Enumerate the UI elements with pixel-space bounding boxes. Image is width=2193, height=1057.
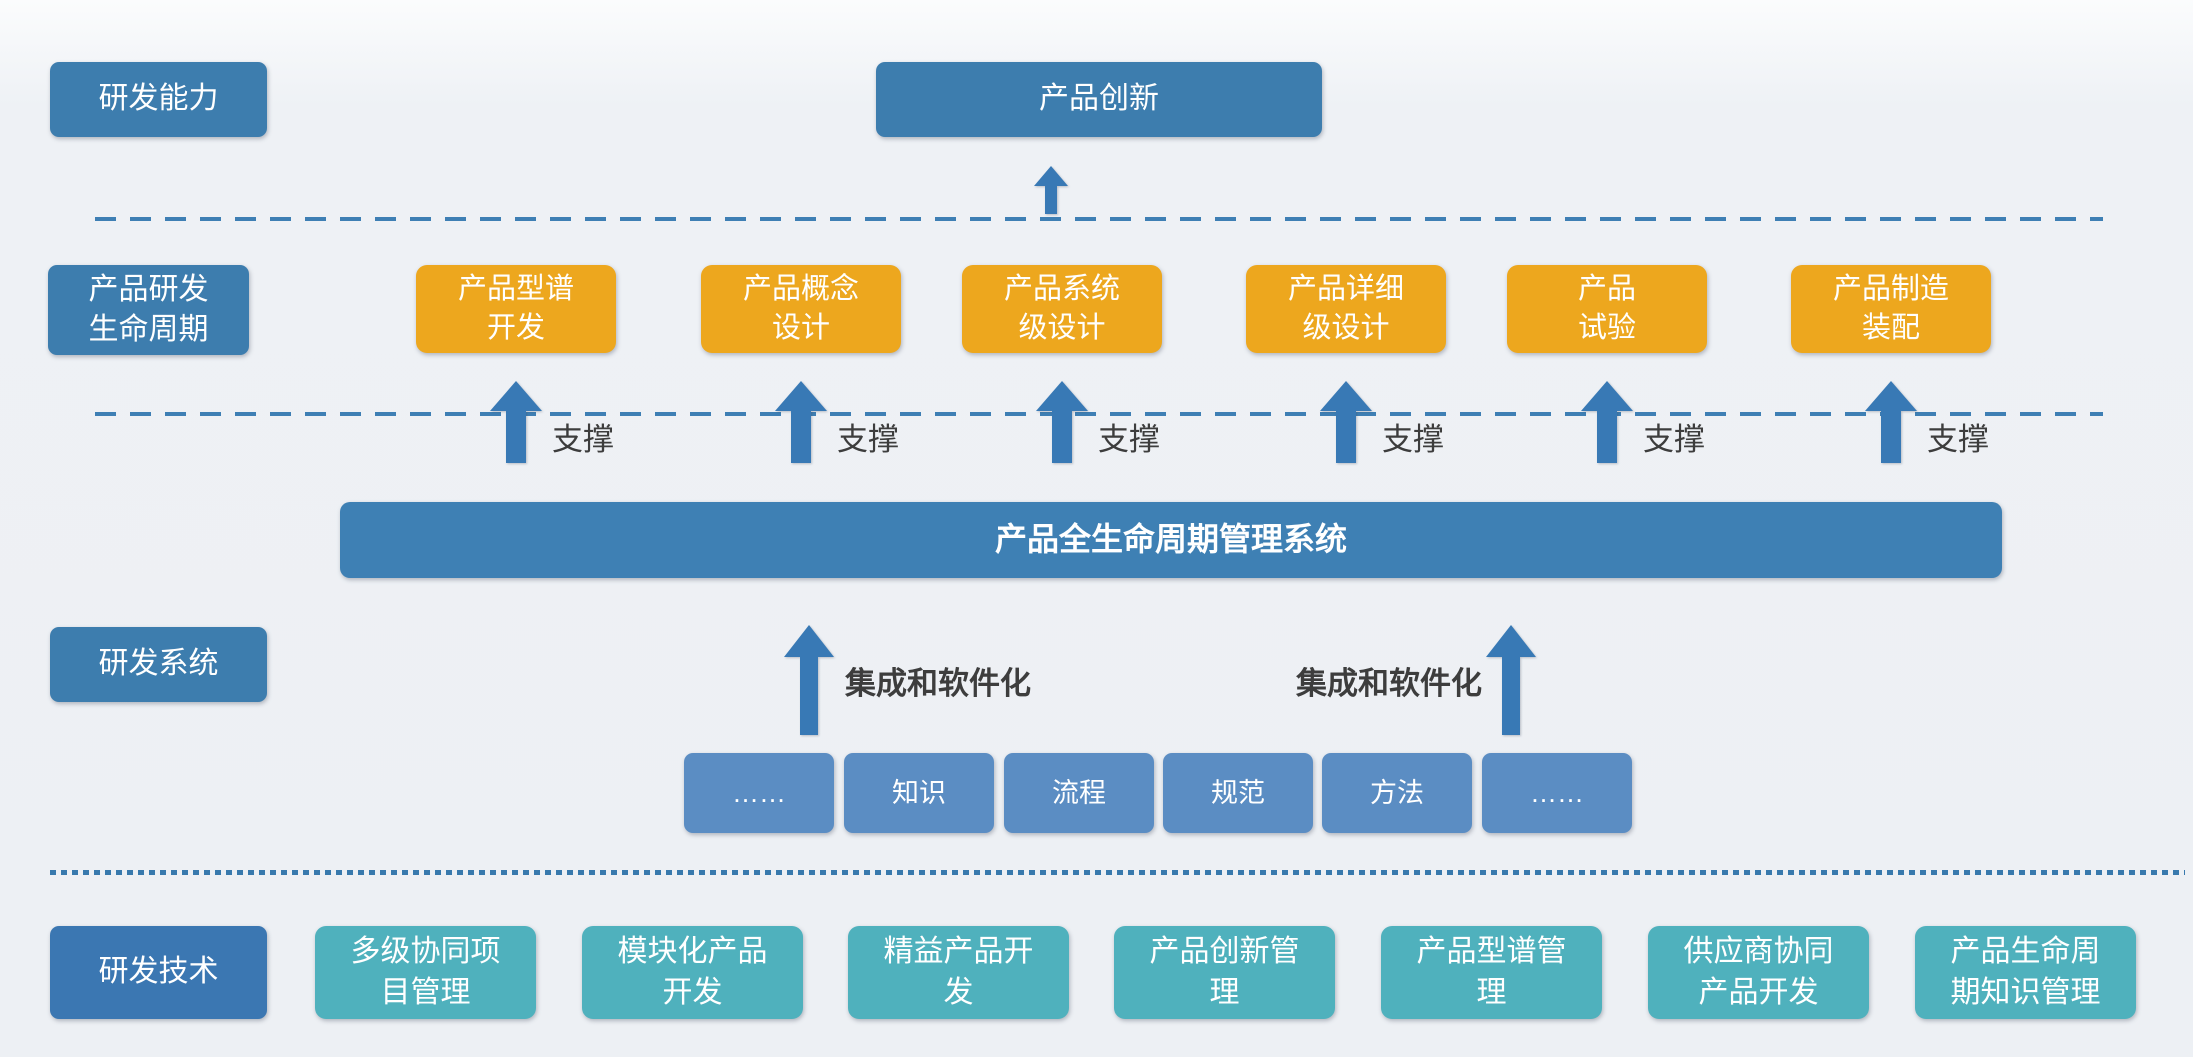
technology-header-box: 研发技术 [50, 926, 267, 1019]
support-arrow-icon [1581, 381, 1633, 463]
capability-header-box: 研发能力 [50, 62, 267, 137]
element-box-process: 流程 [1004, 753, 1154, 833]
tech-box-supplier-collab-dev: 供应商协同 产品开发 [1648, 926, 1869, 1019]
element-box-standard: 规范 [1163, 753, 1313, 833]
product-innovation-box: 产品创新 [876, 62, 1322, 137]
support-label: 支撑 [1382, 422, 1444, 457]
tech-box-innovation-mgmt: 产品创新管 理 [1114, 926, 1335, 1019]
stage-box-system-design: 产品系统 级设计 [962, 265, 1162, 353]
stage-box-manufacture: 产品制造 装配 [1791, 265, 1991, 353]
support-arrow-icon [1320, 381, 1372, 463]
support-arrow-icon [490, 381, 542, 463]
integration-label: 集成和软件化 [845, 666, 1031, 701]
lifecycle-header-box: 产品研发 生命周期 [48, 265, 249, 355]
tech-box-modular-product-dev: 模块化产品 开发 [582, 926, 803, 1019]
support-arrow-icon [1036, 381, 1088, 463]
tech-box-spectrum-mgmt: 产品型谱管 理 [1381, 926, 1602, 1019]
integration-arrow-icon [1486, 625, 1536, 735]
stage-box-detail-design: 产品详细 级设计 [1246, 265, 1446, 353]
support-label: 支撑 [837, 422, 899, 457]
system-header-box: 研发系统 [50, 627, 267, 702]
tech-box-lean-product-dev: 精益产品开 发 [848, 926, 1069, 1019]
integration-label: 集成和软件化 [1296, 666, 1482, 701]
element-box-method: 方法 [1322, 753, 1472, 833]
support-arrow-icon [1865, 381, 1917, 463]
stage-box-spectrum-dev: 产品型谱 开发 [416, 265, 616, 353]
support-label: 支撑 [1098, 422, 1160, 457]
element-box-ellipsis: …… [1482, 753, 1632, 833]
support-arrow-icon [775, 381, 827, 463]
plm-system-bar: 产品全生命周期管理系统 [340, 502, 2002, 578]
support-label: 支撑 [1643, 422, 1705, 457]
up-arrow-icon [1034, 166, 1068, 214]
stage-box-concept-design: 产品概念 设计 [701, 265, 901, 353]
element-box-knowledge: 知识 [844, 753, 994, 833]
support-label: 支撑 [1927, 422, 1989, 457]
dashed-divider-top [95, 217, 2103, 221]
element-box-ellipsis: …… [684, 753, 834, 833]
tech-box-lifecycle-knowledge-mgmt: 产品生命周 期知识管理 [1915, 926, 2136, 1019]
tech-box-multilevel-project-mgmt: 多级协同项 目管理 [315, 926, 536, 1019]
integration-arrow-icon [784, 625, 834, 735]
stage-box-test: 产品 试验 [1507, 265, 1707, 353]
dashed-divider-middle [95, 412, 2103, 416]
dotted-divider-bottom [50, 870, 2185, 875]
support-label: 支撑 [552, 422, 614, 457]
